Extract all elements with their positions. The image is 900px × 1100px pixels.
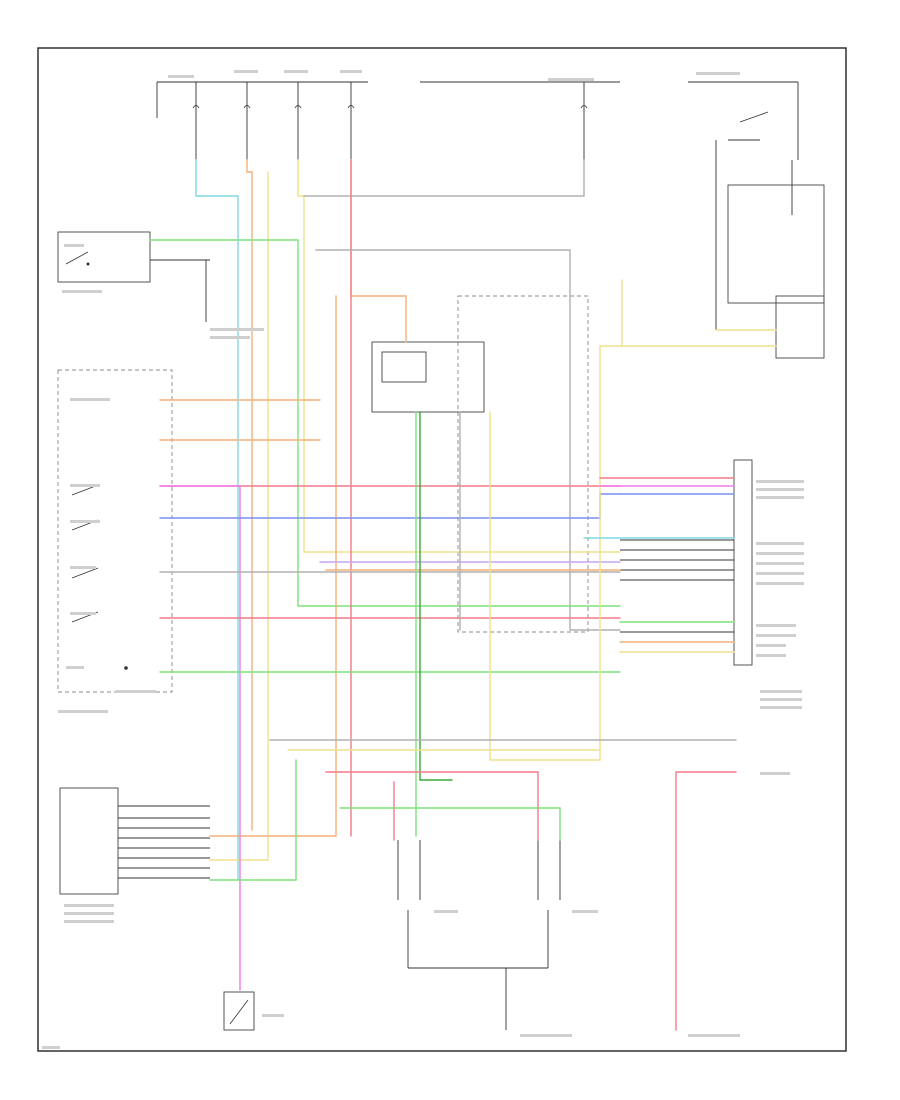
headlamp-switch-internals [71,484,128,670]
wire-yellow-4 [297,159,621,553]
headlamp-switch-box [57,369,173,693]
right-module-connector [733,459,753,666]
interior-switch-contacts [65,251,210,322]
right-connector-pins [620,477,734,653]
interior-light-switch-box [57,231,151,283]
wire-green-31 [339,807,561,841]
label-stubs [42,70,804,1049]
lower-left-connector [59,787,119,895]
wire-cyan-0 [195,159,239,881]
wire-orange-6 [350,159,407,343]
bottom-left-sensor-switch [229,999,249,1025]
wire-yellow-2 [209,171,269,861]
headlamp-relay-box [371,341,485,413]
right-headlamp [537,840,561,968]
wire-harness [149,159,777,1031]
lower-left-pins [118,805,210,879]
wire-orange-7 [209,295,337,837]
left-headlamp [397,840,421,968]
wire-grey-5 [303,159,585,197]
wire-pink-32 [675,771,737,1031]
relay-outline [457,295,589,633]
wire-blue-12 [159,493,621,519]
relay-coil-box [381,351,427,383]
headlamp-ground [408,967,548,1030]
bottom-left-sensor [223,991,255,1031]
wire-orange-1 [246,159,253,831]
top-power-bus [156,81,620,160]
wire-magenta-11 [159,485,241,991]
wire-green-3 [149,239,621,607]
wire-pink-29 [325,771,539,841]
wire-grey-9 [315,249,621,631]
wire-yellow-23 [489,345,777,761]
top-right-switch [688,81,825,359]
fuse-symbols [192,105,588,109]
wire-green-28 [209,759,297,881]
wire-darkgreen-21 [419,411,453,781]
diagram-frame [37,47,847,1052]
